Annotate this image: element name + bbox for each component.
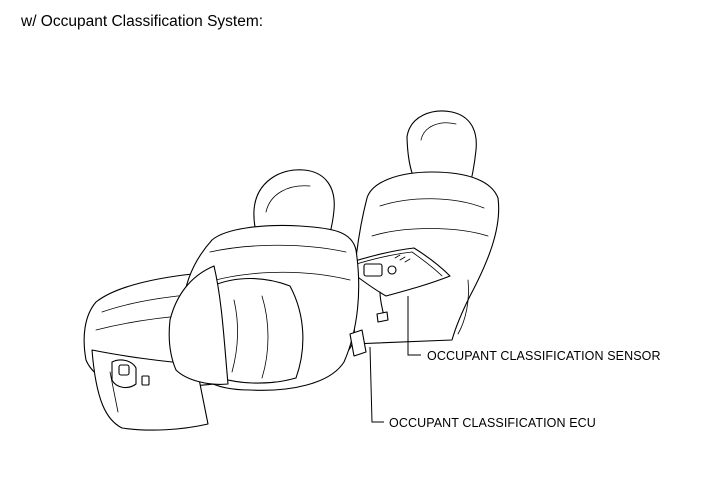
right-seat-back bbox=[351, 110, 500, 345]
sensor-leader-line bbox=[407, 296, 421, 356]
occupant-classification-sensor bbox=[341, 247, 451, 323]
occupant-classification-ecu bbox=[349, 329, 367, 357]
power-seat-switch bbox=[111, 359, 150, 389]
diagram-heading: w/ Occupant Classification System: bbox=[21, 13, 264, 30]
occupant-classification-ecu-label: OCCUPANT CLASSIFICATION ECU bbox=[389, 416, 596, 430]
left-seat-back bbox=[168, 169, 360, 391]
occupant-classification-sensor-label: OCCUPANT CLASSIFICATION SENSOR bbox=[427, 349, 661, 363]
ecu-leader-line bbox=[369, 346, 384, 423]
